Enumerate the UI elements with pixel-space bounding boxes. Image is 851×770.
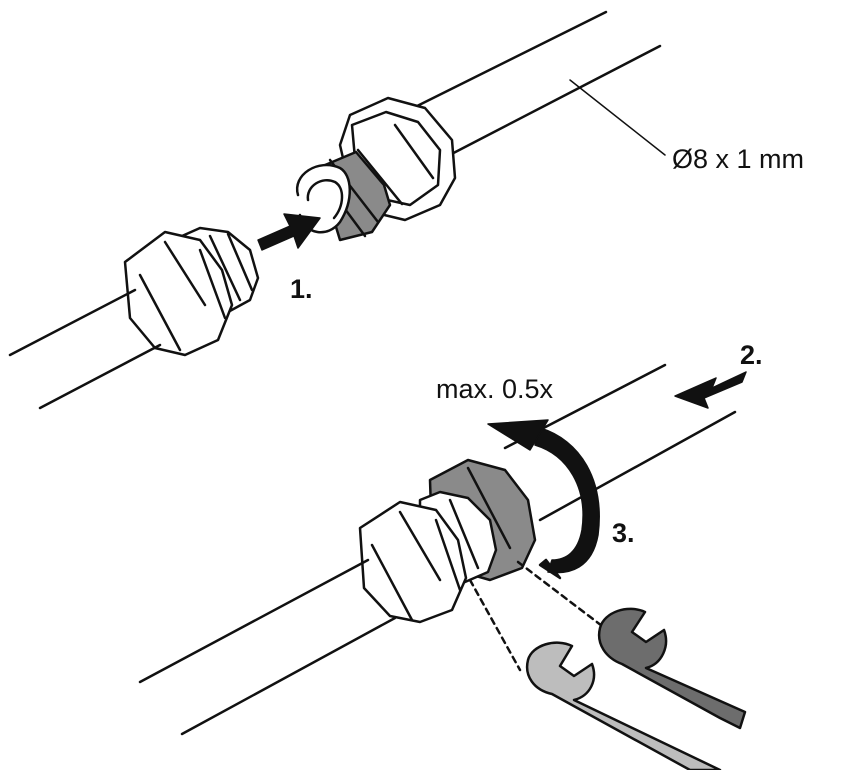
step-3-label: 3.	[612, 518, 635, 548]
lower-pipe-left	[138, 558, 397, 736]
step-2-label: 2.	[740, 340, 763, 370]
left-fitting-hex-nut	[123, 230, 234, 357]
upper-pipe-end	[295, 163, 351, 234]
rotation-arrow-step3	[487, 419, 600, 580]
lower-fitting-hex-nut	[358, 500, 468, 624]
dark-wrench	[597, 607, 747, 730]
pipe-dimension-label: Ø8 x 1 mm	[672, 144, 805, 174]
max-turn-label: max. 0.5x	[436, 374, 554, 404]
light-wrench	[525, 641, 722, 770]
dimension-leader	[569, 79, 666, 156]
step-1-label: 1.	[290, 274, 313, 304]
upper-pipe-left	[8, 288, 162, 410]
wrench-guide-lines	[468, 560, 612, 672]
upper-pipe-right	[393, 10, 662, 162]
push-arrow-step1	[257, 213, 321, 251]
push-arrow-step2	[674, 371, 747, 409]
